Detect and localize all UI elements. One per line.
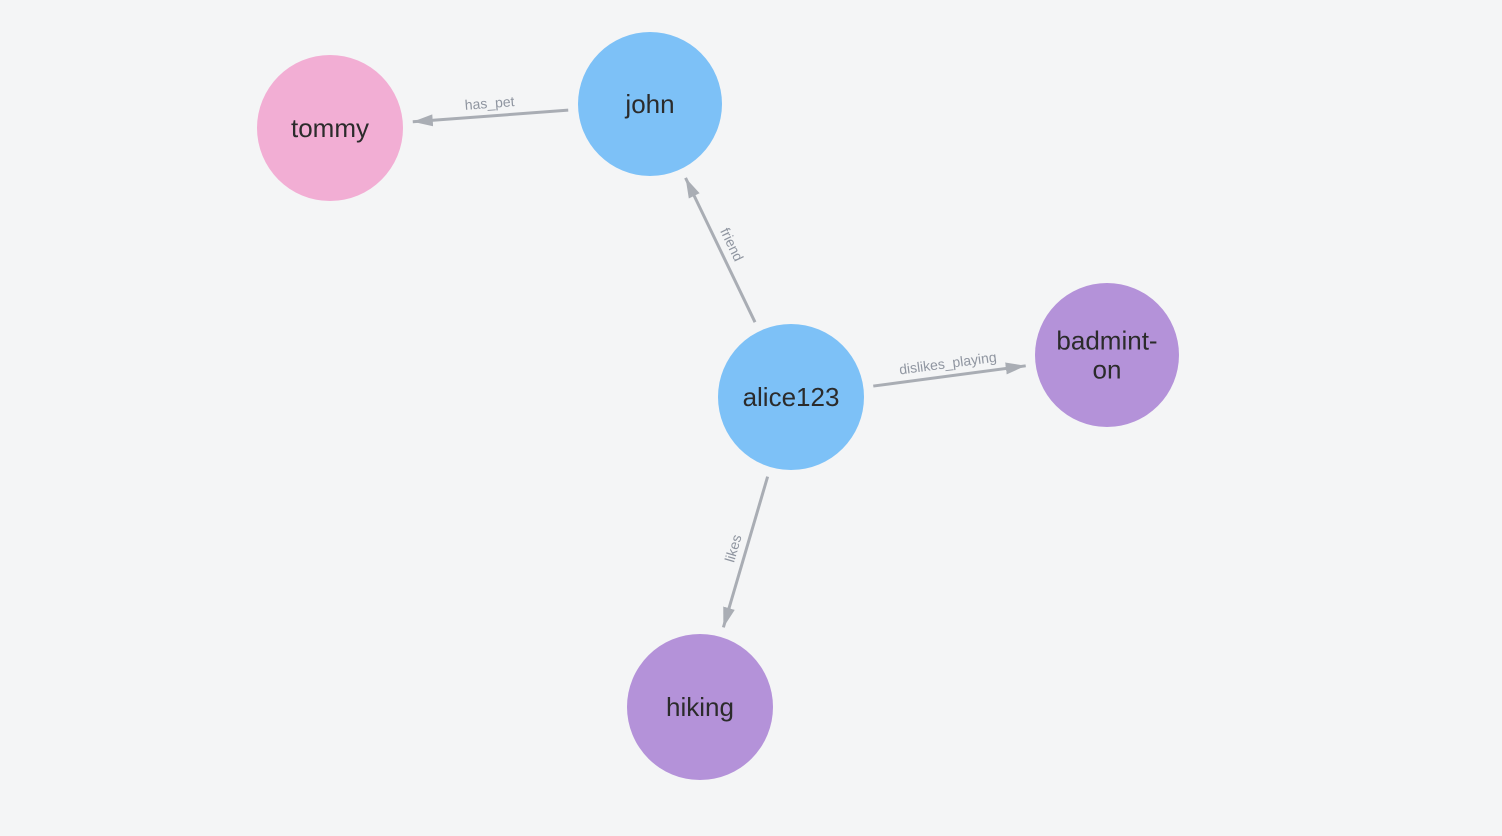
edge-dislikes_playing[interactable]: dislikes_playing bbox=[873, 349, 1026, 388]
edge-friend[interactable]: friend bbox=[684, 177, 757, 323]
node-tommy[interactable]: tommy bbox=[257, 55, 403, 201]
edge-likes[interactable]: likes bbox=[721, 476, 770, 628]
edge-line-dislikes_playing[interactable] bbox=[873, 362, 1026, 388]
edge-line-friend[interactable] bbox=[684, 177, 757, 323]
node-alice123[interactable]: alice123 bbox=[718, 324, 864, 470]
node-badminton[interactable]: badmint-on bbox=[1035, 283, 1179, 427]
edge-label-dislikes_playing: dislikes_playing bbox=[898, 349, 997, 378]
node-hiking[interactable]: hiking bbox=[627, 634, 773, 780]
edge-label-friend: friend bbox=[717, 225, 747, 264]
node-circle-badminton[interactable] bbox=[1035, 283, 1179, 427]
node-circle-hiking[interactable] bbox=[627, 634, 773, 780]
node-circle-alice123[interactable] bbox=[718, 324, 864, 470]
node-john[interactable]: john bbox=[578, 32, 722, 176]
edge-label-likes: likes bbox=[721, 533, 744, 564]
edge-line-likes[interactable] bbox=[721, 476, 770, 628]
edge-has_pet[interactable]: has_pet bbox=[412, 93, 569, 127]
node-circle-john[interactable] bbox=[578, 32, 722, 176]
edge-label-has_pet: has_pet bbox=[464, 93, 515, 113]
edge-line-has_pet[interactable] bbox=[412, 108, 569, 127]
node-circle-tommy[interactable] bbox=[257, 55, 403, 201]
